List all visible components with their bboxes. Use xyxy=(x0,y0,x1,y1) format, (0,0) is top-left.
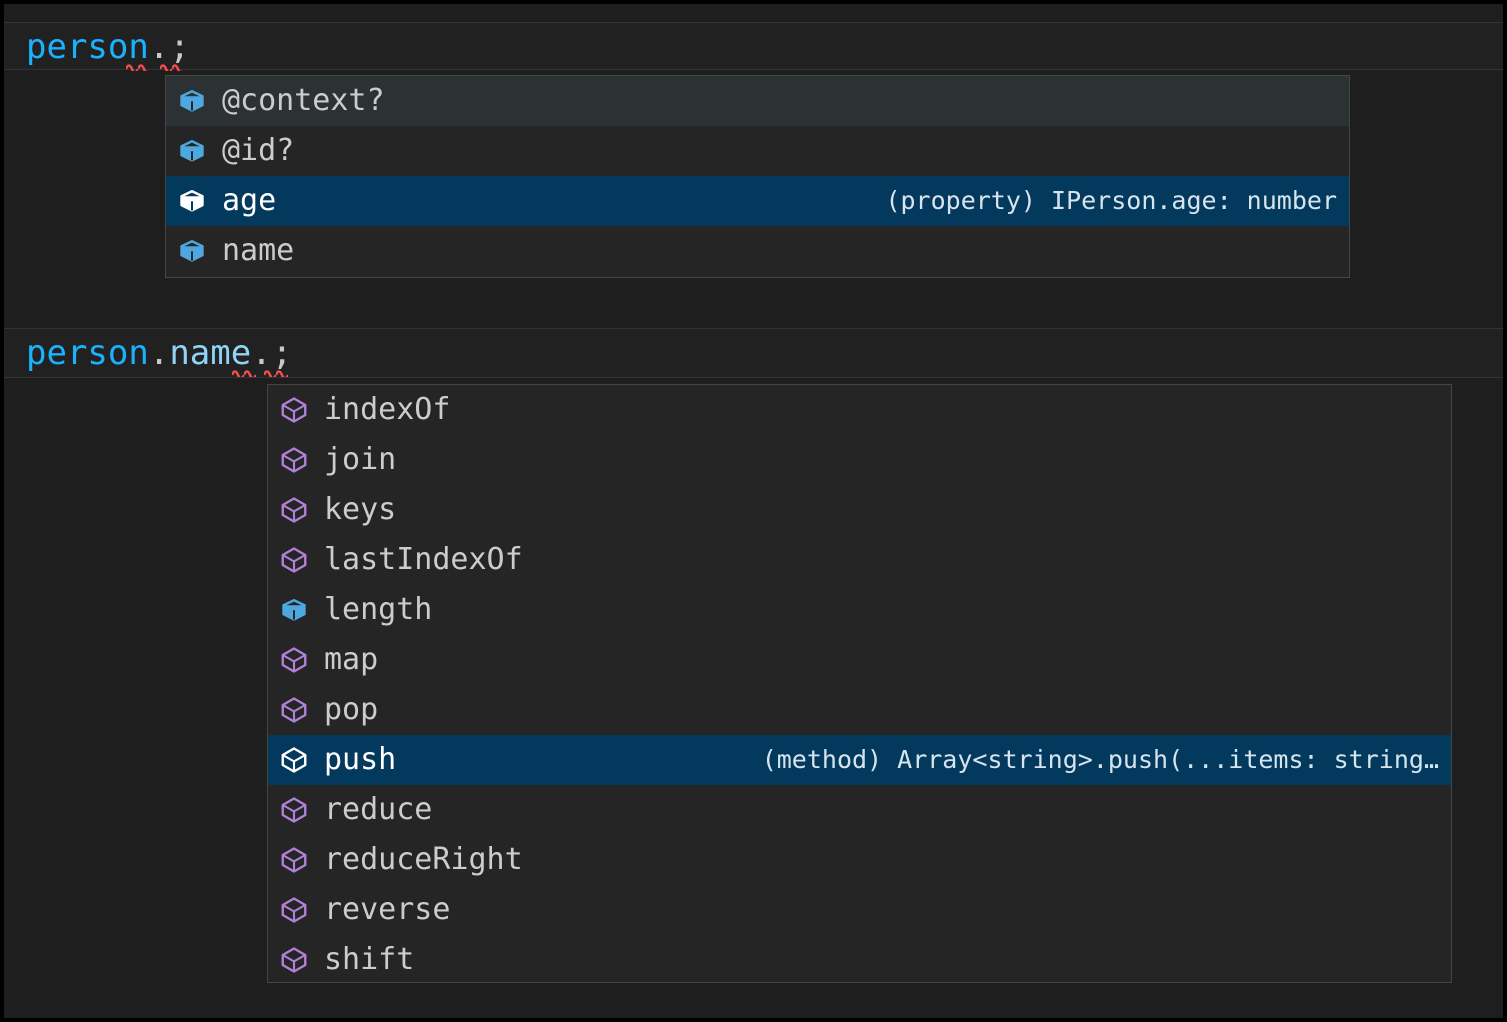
suggest-item-label: push xyxy=(324,742,397,777)
suggest-item-detail: (method) Array<string>.push(...items: st… xyxy=(761,745,1439,774)
property-cube-icon xyxy=(174,233,210,269)
property-cube-icon xyxy=(174,183,210,219)
suggest-item[interactable]: age (property) IPerson.age: number xyxy=(166,176,1349,226)
suggest-item[interactable]: lastIndexOf xyxy=(268,535,1451,585)
method-cube-icon xyxy=(276,642,312,678)
suggest-item-label: reverse xyxy=(324,892,451,927)
code-token-dot: . xyxy=(251,333,272,373)
suggest-item-label: pop xyxy=(324,692,379,727)
suggest-item-label: keys xyxy=(324,492,397,527)
code-line-1[interactable]: person.; xyxy=(26,24,190,70)
suggest-item-label: map xyxy=(324,642,379,677)
suggest-item[interactable]: @context? xyxy=(166,76,1349,126)
code-token-dot: . xyxy=(148,333,170,373)
method-cube-icon xyxy=(276,492,312,528)
code-token-property: name xyxy=(169,333,252,373)
error-squiggle-icon xyxy=(264,368,288,377)
suggest-item[interactable]: name xyxy=(166,226,1349,276)
suggest-item-label: indexOf xyxy=(324,392,451,427)
method-cube-icon xyxy=(276,792,312,828)
method-cube-icon xyxy=(276,392,312,428)
code-line-2[interactable]: person.name.; xyxy=(26,330,292,376)
suggest-item[interactable]: pop xyxy=(268,685,1451,735)
method-cube-icon xyxy=(276,442,312,478)
suggest-item-label: join xyxy=(324,442,397,477)
suggest-item-label: reduce xyxy=(324,792,433,827)
method-cube-icon xyxy=(276,742,312,778)
suggest-item-label: reduceRight xyxy=(324,842,523,877)
suggest-item-label: @context? xyxy=(222,83,385,118)
property-cube-icon xyxy=(174,83,210,119)
error-squiggle-icon xyxy=(160,62,182,71)
suggest-item[interactable]: keys xyxy=(268,485,1451,535)
suggest-item[interactable]: reduceRight xyxy=(268,835,1451,885)
suggest-item-label: length xyxy=(324,592,433,627)
suggest-item[interactable]: @id? xyxy=(166,126,1349,176)
method-cube-icon xyxy=(276,942,312,978)
suggest-item-label: name xyxy=(222,233,295,268)
suggest-item[interactable]: length xyxy=(268,585,1451,635)
suggest-item[interactable]: shift xyxy=(268,935,1451,982)
code-token-variable: person xyxy=(26,333,149,373)
method-cube-icon xyxy=(276,842,312,878)
error-squiggle-icon xyxy=(232,368,256,377)
suggest-item[interactable]: join xyxy=(268,435,1451,485)
suggest-widget-person[interactable]: @context? @id? age (property) IPerson.age: … xyxy=(165,75,1350,278)
suggest-item[interactable]: push (method) Array<string>.push(...items… xyxy=(268,735,1451,785)
suggest-item-label: shift xyxy=(324,942,415,977)
suggest-item[interactable]: map xyxy=(268,635,1451,685)
method-cube-icon xyxy=(276,892,312,928)
suggest-item[interactable]: reverse xyxy=(268,885,1451,935)
code-token-variable: person xyxy=(26,27,149,67)
method-cube-icon xyxy=(276,542,312,578)
suggest-item[interactable]: reduce xyxy=(268,785,1451,835)
property-cube-icon xyxy=(174,133,210,169)
suggest-widget-person-name[interactable]: indexOf join keys lastIndexOf length map pop pu… xyxy=(267,384,1452,983)
suggest-item-label: age xyxy=(222,183,277,218)
code-token-semicolon: ; xyxy=(271,333,293,373)
code-editor[interactable]: person.; person.name.; @context?@id?age(… xyxy=(4,4,1503,1018)
code-token-semicolon: ; xyxy=(169,27,190,67)
current-line-highlight-1 xyxy=(4,22,1503,70)
suggest-item-label: @id? xyxy=(222,133,295,168)
code-token-dot: . xyxy=(148,27,170,67)
suggest-item[interactable]: indexOf xyxy=(268,385,1451,435)
error-squiggle-icon xyxy=(126,62,148,71)
method-cube-icon xyxy=(276,692,312,728)
property-cube-icon xyxy=(276,592,312,628)
suggest-item-detail: (property) IPerson.age: number xyxy=(885,186,1337,215)
suggest-item-label: lastIndexOf xyxy=(324,542,523,577)
